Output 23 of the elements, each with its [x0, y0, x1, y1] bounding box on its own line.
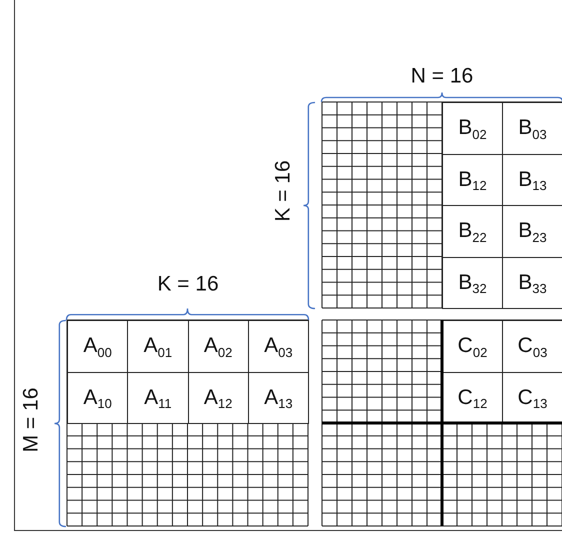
matrix-tile: B$_{23}$ [502, 205, 562, 258]
matrix-tile: B$_{32}$ [442, 256, 503, 309]
matrix-tile: C$_{02}$ [442, 320, 503, 372]
matrix-tile: A$_{13}$ [248, 372, 309, 424]
matrix-tile: B$_{22}$ [442, 205, 503, 258]
dimension-label: M = 16 [20, 388, 42, 452]
matrix-tile: A$_{02}$ [188, 320, 249, 372]
dimension-label: K = 16 [272, 160, 294, 222]
matrix-tile: A$_{03}$ [248, 320, 309, 372]
matrix-tile: B$_{33}$ [502, 256, 562, 309]
matrix-tile: A$_{00}$ [67, 320, 128, 372]
dimension-label: N = 16 [410, 66, 474, 86]
dimension-label: K = 16 [157, 274, 219, 294]
matrix-tile: A$_{12}$ [188, 372, 249, 424]
matrix-tile: A$_{11}$ [127, 372, 188, 424]
matrix-tile: B$_{03}$ [502, 102, 562, 154]
matrix-tile: B$_{02}$ [442, 102, 503, 154]
matrix-tile: A$_{01}$ [127, 320, 188, 372]
matrix-tile: C$_{03}$ [502, 320, 562, 372]
matrix-tile: A$_{10}$ [67, 372, 128, 424]
matrix-tile: B$_{12}$ [442, 154, 503, 206]
matrix-tile: B$_{13}$ [502, 154, 562, 206]
matrix-tile: C$_{13}$ [502, 372, 562, 424]
